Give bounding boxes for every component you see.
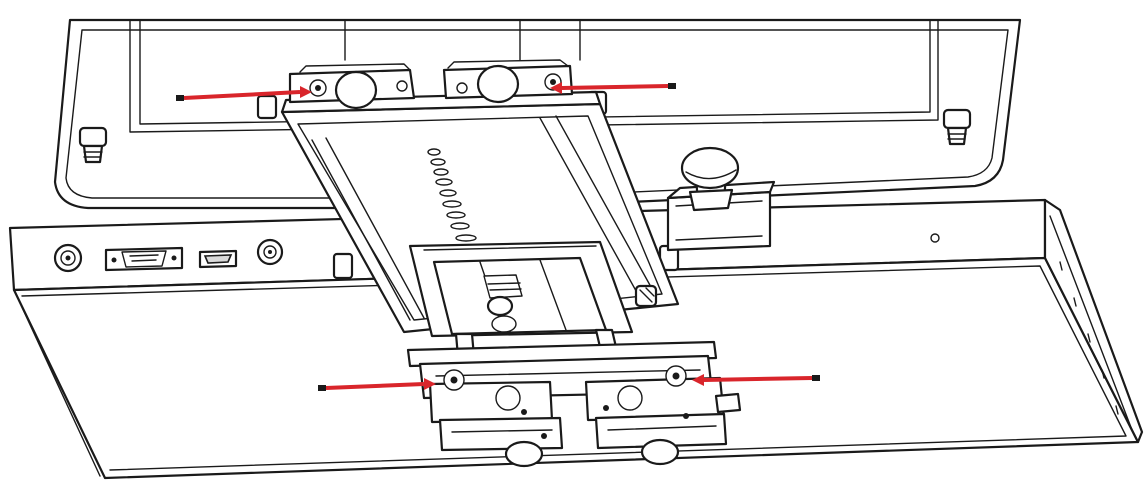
adjustment-slots	[427, 148, 477, 242]
side-clip-left-upper	[256, 94, 278, 120]
indicator-bottom-left	[318, 378, 436, 391]
lower-clamp-left	[428, 369, 564, 468]
side-knob	[634, 284, 658, 308]
thumb-screw-right	[942, 108, 972, 146]
port-round-right	[256, 238, 284, 266]
indicator-top-right	[550, 82, 676, 94]
thumb-screw-left	[78, 126, 108, 164]
vga-port	[104, 246, 184, 272]
lower-clamp-right	[584, 365, 742, 466]
side-clip-left-lower	[332, 252, 354, 280]
mounting-bracket	[280, 59, 680, 404]
lower-clamp-assembly	[406, 340, 742, 468]
slide-block	[408, 240, 634, 338]
hdmi-port	[198, 249, 238, 269]
upper-hinge-right	[442, 59, 574, 104]
tension-knob	[680, 146, 740, 212]
indicator-top-left	[176, 86, 312, 101]
port-round-left	[53, 243, 83, 273]
indicator-bottom-right	[692, 374, 820, 386]
